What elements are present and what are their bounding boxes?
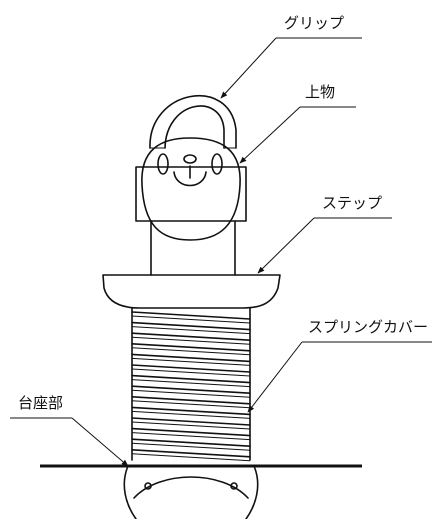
spring-coil-edge: [131, 347, 251, 356]
spring-coil: [131, 417, 251, 426]
spring-coil-edge: [131, 421, 251, 430]
top-piece-callout: 上物: [239, 83, 356, 164]
spring-coil-edge: [131, 442, 251, 451]
grip: [149, 95, 237, 149]
spring-coil-edge: [131, 379, 251, 388]
step-plate: [102, 220, 281, 309]
spring-coil: [131, 449, 251, 458]
spring-coil-edge: [131, 326, 251, 335]
spring-cover-label: スプリングカバー: [308, 318, 428, 336]
base: [123, 465, 259, 519]
base-callout: 台座部: [10, 394, 129, 467]
spring-coil: [131, 311, 251, 320]
spring-coil: [131, 438, 251, 447]
spring-coil: [131, 364, 251, 373]
top-piece: [135, 137, 247, 241]
spring-coil: [131, 332, 251, 341]
base-label: 台座部: [18, 394, 63, 412]
spring-coil-edge: [131, 357, 251, 366]
spring-cover: [131, 307, 251, 462]
spring-coil-edge: [131, 400, 251, 409]
spring-coil-edge: [131, 336, 251, 345]
grip-callout: グリップ: [220, 14, 362, 99]
grip-label: グリップ: [284, 14, 344, 32]
spring-cover-callout: スプリングカバー: [247, 318, 432, 413]
spring-coil: [131, 396, 251, 405]
spring-coil-edge: [131, 432, 251, 441]
spring-coil-edge: [131, 368, 251, 377]
spring-coil-edge: [131, 389, 251, 398]
spring-coil-edge: [131, 453, 251, 462]
spring-coil: [131, 343, 251, 352]
step-label: ステップ: [322, 194, 382, 212]
spring-coil: [131, 427, 251, 437]
step-callout: ステップ: [257, 194, 392, 274]
spring-coil: [131, 321, 251, 331]
spring-coil-edge: [131, 315, 251, 324]
spring-coil: [131, 385, 251, 394]
top-piece-label: 上物: [305, 83, 335, 101]
spring-coil-edge: [131, 410, 251, 419]
spring-coil: [131, 374, 251, 384]
spring-coil: [131, 353, 251, 363]
spring-coil: [131, 406, 251, 416]
